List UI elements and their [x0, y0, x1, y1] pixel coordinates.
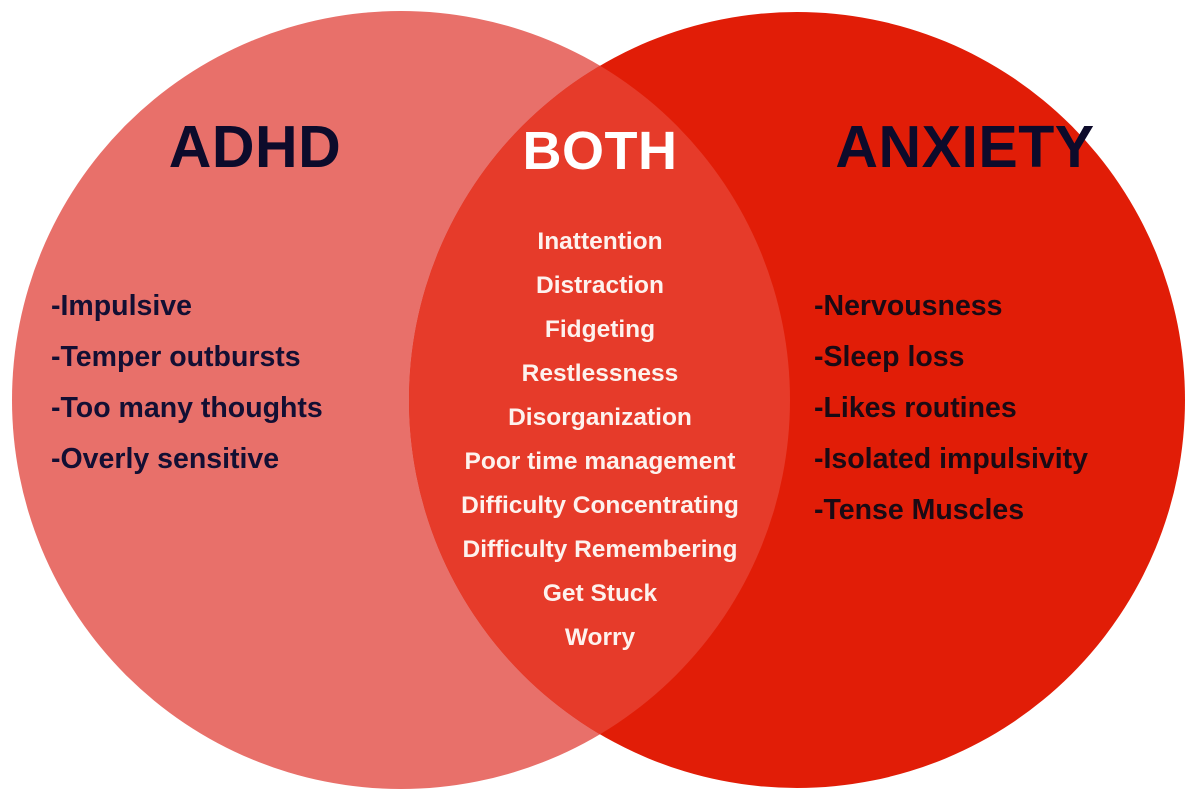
term-list-adhd: -Impulsive -Temper outbursts -Too many t…	[40, 281, 460, 485]
list-item: Restlessness	[521, 360, 679, 387]
list-item: -Tense Muscles	[814, 494, 1025, 526]
list-item: -Sleep loss	[814, 341, 965, 373]
list-item: Inattention	[537, 228, 663, 255]
set-title-anxiety: ANXIETY	[835, 114, 1095, 180]
set-panel-both: BOTH Inattention Distraction Fidgeting R…	[412, 124, 788, 660]
list-item: Distraction	[536, 272, 664, 299]
list-item: Get Stuck	[542, 580, 658, 607]
list-item: -Overly sensitive	[51, 443, 280, 475]
set-title-adhd: ADHD	[168, 114, 342, 180]
list-item: Difficulty Remembering	[462, 536, 738, 563]
list-item: Fidgeting	[544, 316, 656, 343]
list-item: -Too many thoughts	[51, 392, 323, 424]
list-item: Disorganization	[508, 404, 692, 431]
list-item: Difficulty Concentrating	[461, 492, 739, 519]
list-item: -Impulsive	[51, 290, 192, 322]
list-item: Worry	[564, 624, 636, 651]
term-list-both: Inattention Distraction Fidgeting Restle…	[412, 220, 788, 660]
set-panel-adhd: ADHD -Impulsive -Temper outbursts -Too m…	[40, 118, 460, 485]
list-item: -Nervousness	[814, 290, 1003, 322]
set-panel-anxiety: ANXIETY -Nervousness -Sleep loss -Likes …	[770, 118, 1190, 536]
list-item: -Temper outbursts	[51, 341, 301, 373]
list-item: -Isolated impulsivity	[814, 443, 1088, 475]
set-title-both: BOTH	[522, 121, 678, 181]
list-item: Poor time management	[464, 448, 736, 475]
list-item: -Likes routines	[814, 392, 1017, 424]
circle-overlap-both	[409, 12, 790, 788]
term-list-anxiety: -Nervousness -Sleep loss -Likes routines…	[770, 281, 1190, 536]
